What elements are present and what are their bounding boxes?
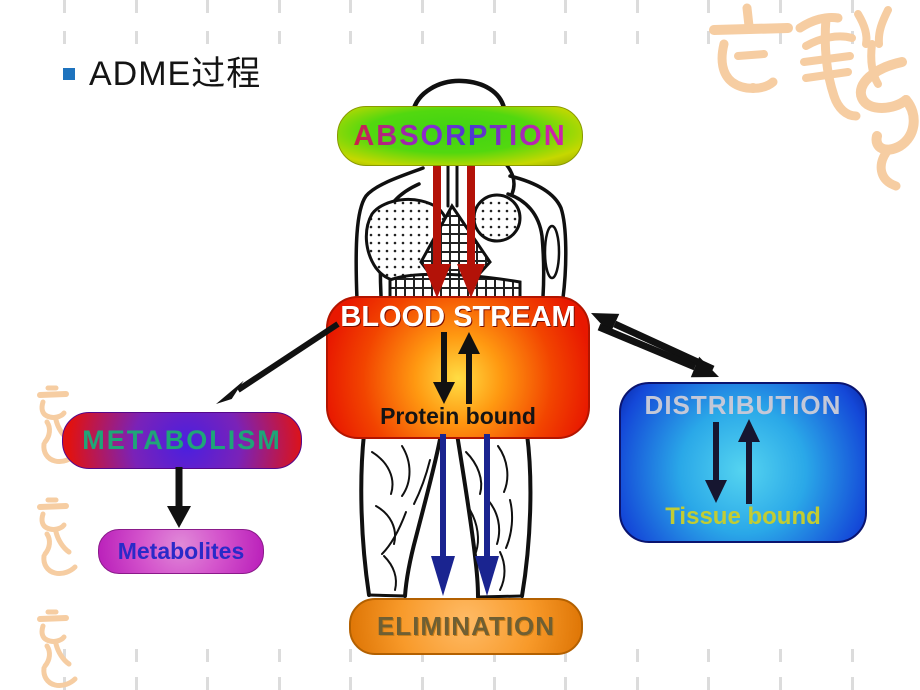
tick-mark [707,31,710,44]
tick-mark [564,0,567,13]
tick-mark [63,649,66,662]
organ-circle [472,193,522,243]
title-row: ADME过程 [63,46,261,95]
tick-mark [135,0,138,13]
tick-mark [421,31,424,44]
tick-mark [636,649,639,662]
tick-mark [349,31,352,44]
tick-mark [779,677,782,690]
tick-mark [851,677,854,690]
tick-mark [493,0,496,13]
tick-mark [564,31,567,44]
tick-mark [421,0,424,13]
tick-mark [206,0,209,13]
leg-muscle-lines [371,445,514,591]
head-outline [410,78,507,115]
tick-mark [278,0,281,13]
tick-mark [349,677,352,690]
tick-mark [851,649,854,662]
tick-mark [779,0,782,13]
seal-top-right-icon [709,3,919,191]
tick-mark [564,649,567,662]
tick-mark [63,0,66,13]
tick-mark [779,649,782,662]
page-title: ADME过程 [89,55,262,93]
tick-mark [707,649,710,662]
tick-mark [278,31,281,44]
tick-mark [278,649,281,662]
tick-mark [707,677,710,690]
tick-mark [349,0,352,13]
tick-mark [135,677,138,690]
tick-mark [493,31,496,44]
tick-mark [564,677,567,690]
tick-mark [135,31,138,44]
tick-mark [707,0,710,13]
tick-mark [63,31,66,44]
tick-mark [493,649,496,662]
tick-mark [779,31,782,44]
tick-mark [636,677,639,690]
tick-mark [206,649,209,662]
intestine-organ [388,272,522,302]
tick-mark [135,649,138,662]
tick-mark [493,677,496,690]
tick-mark [421,649,424,662]
tick-mark [636,0,639,13]
tick-mark [636,31,639,44]
tick-mark [851,0,854,13]
tick-mark [206,677,209,690]
tick-mark [278,677,281,690]
tick-mark [349,649,352,662]
tick-mark [421,677,424,690]
bullet-square-icon [63,68,75,80]
tick-mark [206,31,209,44]
